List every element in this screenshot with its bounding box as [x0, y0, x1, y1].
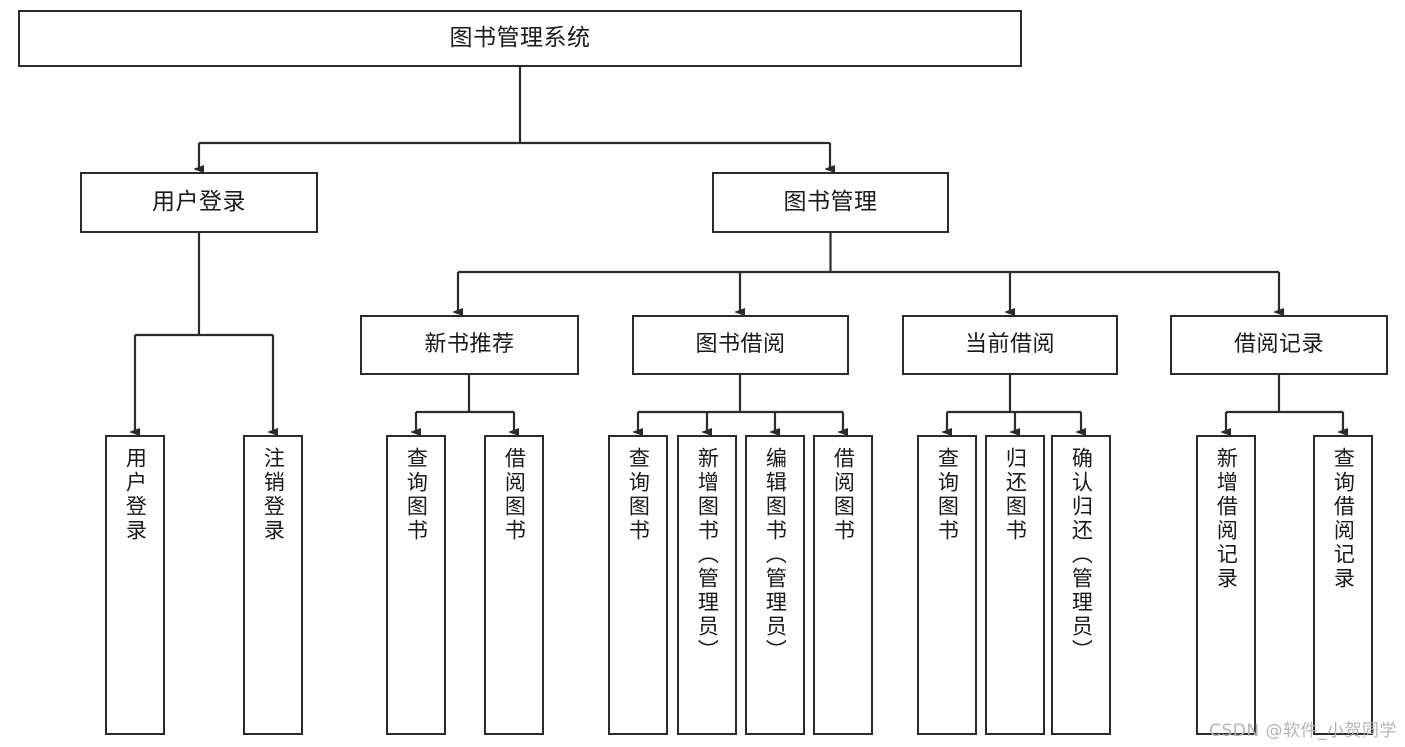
- node-leaf-7[interactable]: 借阅图书: [813, 435, 873, 735]
- node-leaf-4[interactable]: 查询图书: [608, 435, 668, 735]
- node-label: 图书管理系统: [449, 24, 591, 51]
- node-label: 当前借阅: [964, 332, 1055, 358]
- node-label: 查询借阅记录: [1331, 447, 1356, 591]
- node-level2-2[interactable]: 当前借阅: [902, 315, 1118, 375]
- node-label: 借阅记录: [1233, 332, 1324, 358]
- node-level1-1[interactable]: 图书管理: [712, 172, 949, 233]
- node-label: 图书管理: [783, 188, 878, 215]
- node-label: 新书推荐: [424, 332, 515, 358]
- node-leaf-1[interactable]: 注销登录: [243, 435, 303, 735]
- node-label: 新增图书（管理员）: [695, 447, 720, 663]
- node-level1-0[interactable]: 用户登录: [80, 172, 318, 233]
- node-leaf-6[interactable]: 编辑图书（管理员）: [745, 435, 805, 735]
- node-label: 查询图书: [404, 447, 429, 543]
- node-label: 编辑图书（管理员）: [763, 447, 788, 663]
- node-label: 借阅图书: [831, 447, 856, 543]
- node-label: 注销登录: [261, 447, 286, 543]
- node-label: 用户登录: [123, 447, 148, 543]
- node-label: 查询图书: [626, 447, 651, 543]
- node-leaf-3[interactable]: 借阅图书: [484, 435, 544, 735]
- node-root[interactable]: 图书管理系统: [18, 10, 1022, 67]
- node-leaf-5[interactable]: 新增图书（管理员）: [677, 435, 737, 735]
- node-level2-0[interactable]: 新书推荐: [360, 315, 579, 375]
- node-label: 新增借阅记录: [1214, 447, 1239, 591]
- node-label: 图书借阅: [695, 332, 786, 358]
- node-leaf-10[interactable]: 确认归还（管理员）: [1051, 435, 1111, 735]
- node-leaf-12[interactable]: 查询借阅记录: [1313, 435, 1373, 735]
- node-leaf-9[interactable]: 归还图书: [985, 435, 1045, 735]
- node-leaf-8[interactable]: 查询图书: [917, 435, 977, 735]
- node-level2-3[interactable]: 借阅记录: [1170, 315, 1388, 375]
- node-label: 确认归还（管理员）: [1069, 447, 1094, 663]
- node-level2-1[interactable]: 图书借阅: [632, 315, 849, 375]
- connector-paths: [135, 67, 1343, 432]
- node-label: 归还图书: [1003, 447, 1028, 543]
- node-label: 借阅图书: [502, 447, 527, 543]
- node-leaf-0[interactable]: 用户登录: [105, 435, 165, 735]
- node-label: 用户登录: [152, 188, 246, 215]
- node-label: 查询图书: [935, 447, 960, 543]
- node-leaf-2[interactable]: 查询图书: [386, 435, 446, 735]
- node-leaf-11[interactable]: 新增借阅记录: [1196, 435, 1256, 735]
